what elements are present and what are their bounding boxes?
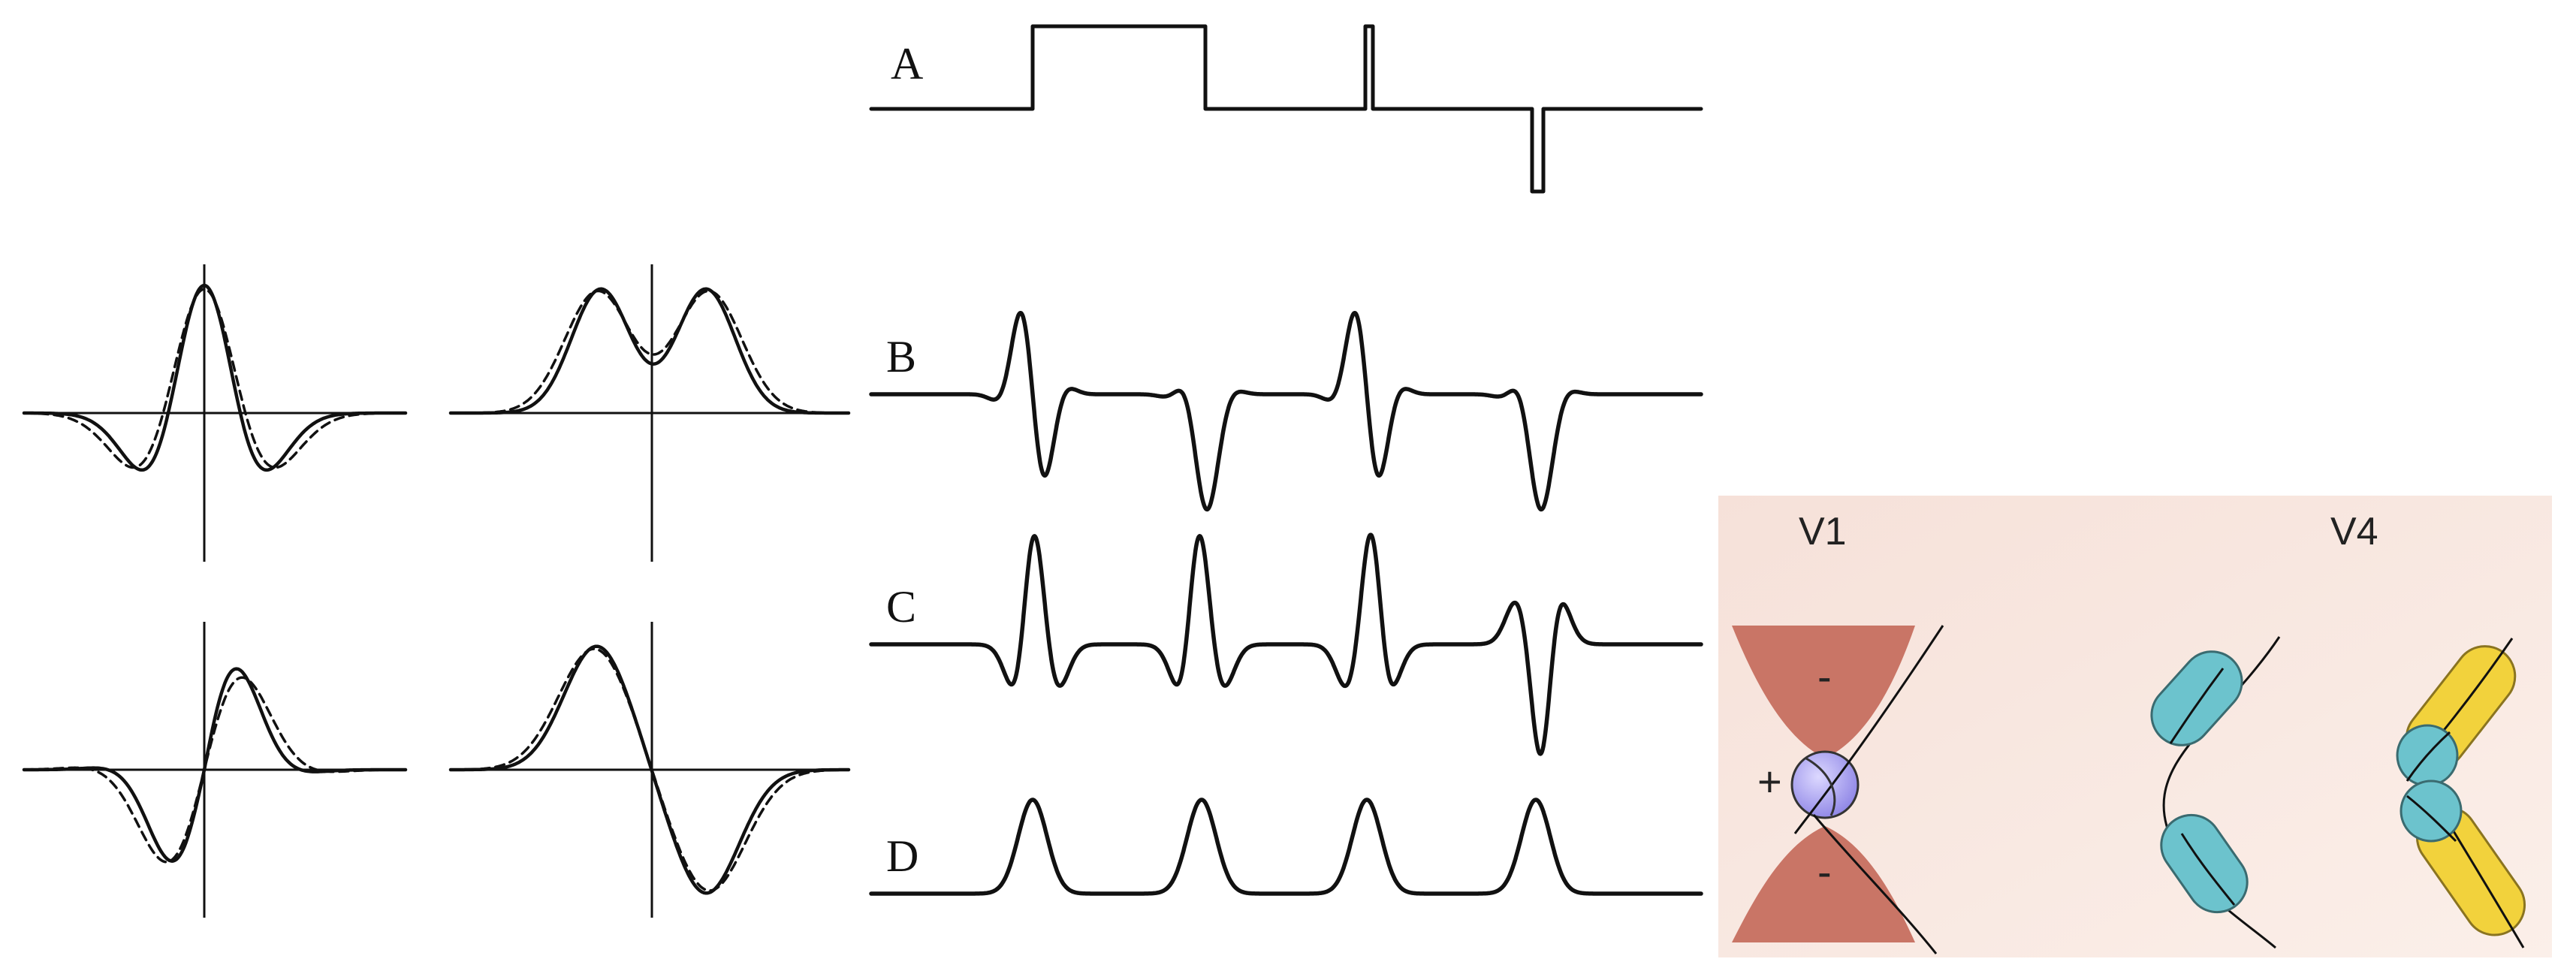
receptive-field-panel: V1 + - - V4 [1718,496,2552,957]
v4-curvature-diagram: V4 [2150,510,2526,949]
trace-label-c: C [886,582,916,632]
v1-top-flank [1732,626,1915,758]
v4-unit1-lower-capsule [2160,813,2249,914]
edge-response-traces: A B C D [869,24,1703,896]
v1-center-arc [1805,757,1836,816]
trace-d-energy [869,798,1703,896]
plot1-dashed-curve [23,288,407,469]
v4-label: V4 [2330,510,2378,553]
v1-orientation-line [1793,625,1944,954]
trace-label-a: A [891,39,923,89]
wavelet-filter-plots [22,264,851,918]
trace-label-d: D [886,831,918,881]
plot2-dashed-curve [449,289,850,415]
plot1-solid-curve [22,283,408,472]
trace-b-response [869,310,1703,512]
trace-a-step-signal [869,24,1703,194]
v1-center-region [1790,750,1860,819]
v1-bottom-flank [1732,826,1915,942]
v1-top-sign: - [1817,653,1832,700]
v4-unit-curved [2150,636,2281,949]
plot4-dashed-curve [449,647,850,892]
v1-label: V1 [1799,510,1847,553]
v1-bottom-sign: - [1817,848,1832,895]
plot3-solid-curve [22,667,408,863]
v1-center-sign: + [1757,758,1782,805]
plot3-dashed-curve [23,676,407,864]
trace-c-response [869,532,1703,756]
plot2-solid-curve [448,287,851,415]
trace-label-b: B [886,332,916,381]
v4-unit-angle [2396,638,2526,948]
v1-receptive-field-diagram: V1 + - - [1732,510,1944,954]
v4-unit2-lower-circle [2400,779,2463,843]
